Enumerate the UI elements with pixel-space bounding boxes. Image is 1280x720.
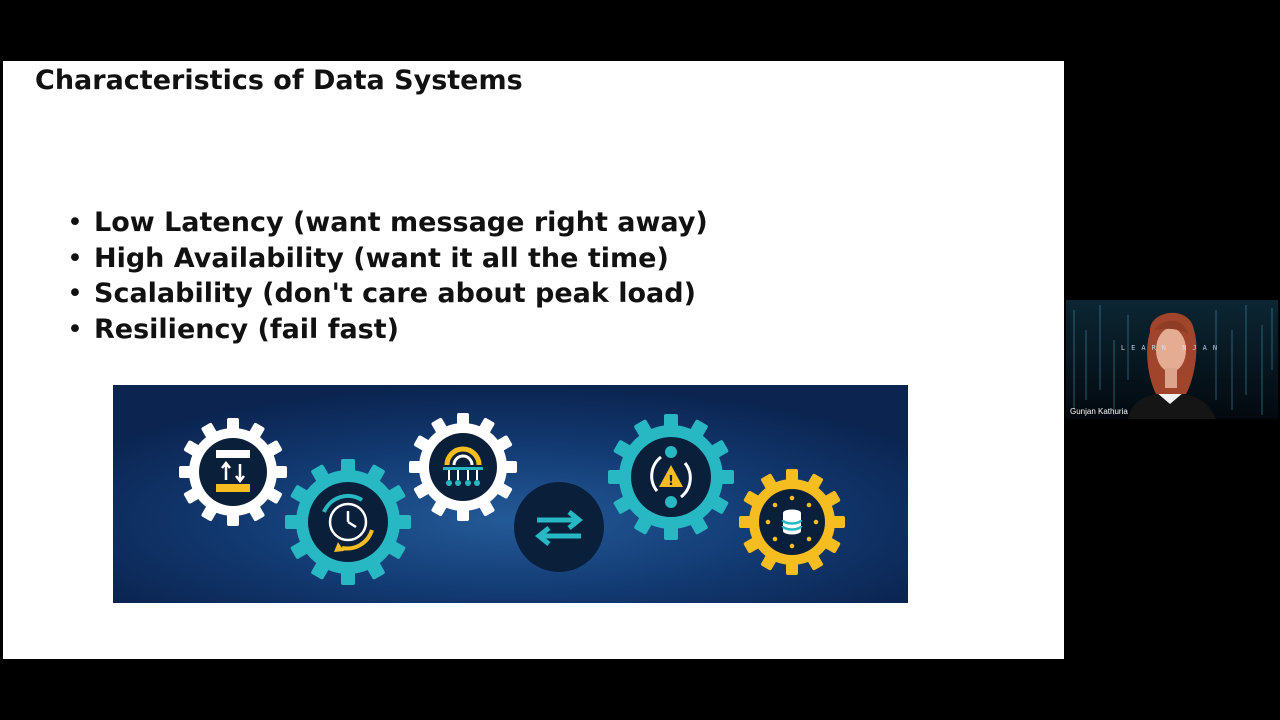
database-icon: [739, 469, 845, 575]
participant-name-label: Gunjan Kathuria: [1070, 407, 1128, 416]
clock-refresh-icon: [285, 459, 411, 585]
bullet-item: Low Latency (want message right away): [65, 205, 708, 241]
svg-text:!: !: [668, 474, 674, 489]
bullet-item: High Availability (want it all the time): [65, 241, 708, 277]
bullet-list: Low Latency (want message right away) Hi…: [65, 205, 708, 347]
swap-arrows-icon: [514, 482, 604, 572]
warning-refresh-icon: !: [608, 414, 734, 540]
bullet-item: Resiliency (fail fast): [65, 312, 708, 348]
slide-title: Characteristics of Data Systems: [35, 65, 523, 96]
server-transfer-icon: [179, 418, 287, 526]
participant-video-tile[interactable]: LEARN NJAN Gunjan Kathuria: [1066, 300, 1278, 419]
video-feed: [1066, 300, 1278, 419]
presentation-slide: Characteristics of Data Systems Low Late…: [3, 61, 1064, 659]
video-background-logo: LEARN NJAN: [1120, 344, 1224, 352]
speed-gauge-icon: [409, 413, 517, 521]
data-systems-banner: !: [113, 385, 908, 603]
bullet-item: Scalability (don't care about peak load): [65, 276, 708, 312]
